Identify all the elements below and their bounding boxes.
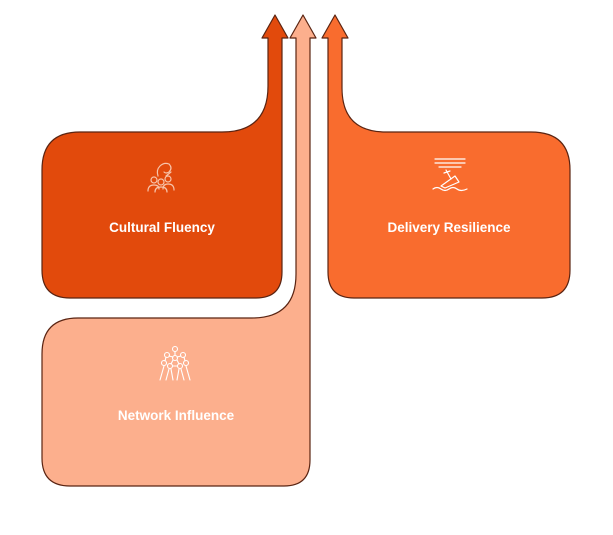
network-structure-icon [156,344,194,382]
cultural-fluency-shape [41,14,289,299]
network-influence-label: Network Influence [117,408,235,423]
sinking-ship-icon [431,156,469,194]
people-group-icon [142,158,180,196]
delivery-resilience-shape [321,14,571,299]
cultural-fluency-label: Cultural Fluency [109,220,215,235]
network-influence-shape [41,14,317,487]
delivery-resilience-label: Delivery Resilience [387,220,511,235]
